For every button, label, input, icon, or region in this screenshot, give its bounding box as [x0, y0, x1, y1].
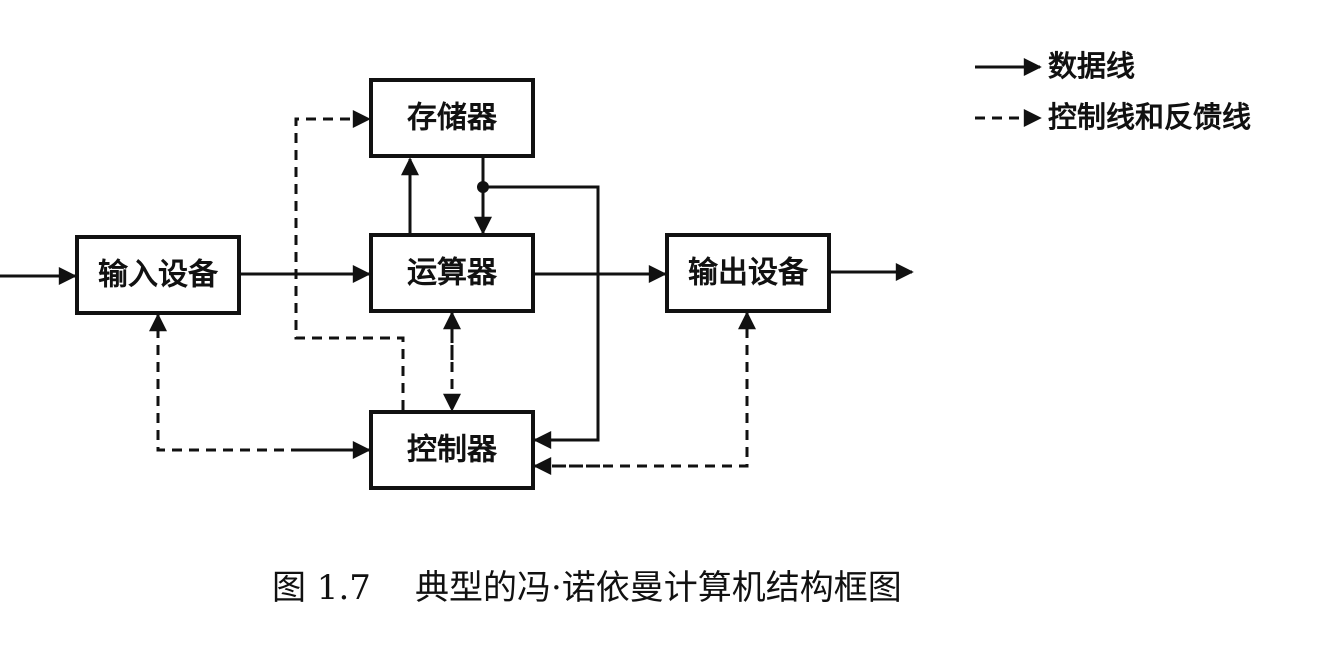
- memory-label: 存储器: [407, 101, 498, 136]
- edge-control-to-input: [149, 313, 369, 452]
- edge-control-to-output: [535, 311, 756, 468]
- control-unit-node: 控制器: [369, 410, 535, 490]
- legend-data-line-label: 数据线: [1048, 49, 1135, 83]
- edge-control-to-memory: [294, 110, 405, 410]
- memory-node: 存储器: [369, 78, 535, 158]
- control-unit-label: 控制器: [407, 433, 498, 468]
- alu-label: 运算器: [407, 256, 498, 291]
- legend: 数据线 控制线和反馈线: [975, 49, 1251, 134]
- legend-control-line-label: 控制线和反馈线: [1048, 100, 1251, 134]
- alu-node: 运算器: [369, 233, 535, 313]
- input-device-label: 输入设备: [98, 258, 219, 293]
- input-device-node: 输入设备: [75, 235, 241, 315]
- edge-memory-to-control: [483, 185, 600, 449]
- caption-number: 图 1.7: [272, 568, 371, 608]
- caption-title: 典型的冯·诺依曼计算机结构框图: [415, 568, 902, 608]
- output-device-label: 输出设备: [688, 256, 809, 291]
- output-device-node: 输出设备: [665, 233, 831, 313]
- figure-caption: 图 1.7 典型的冯·诺依曼计算机结构框图: [272, 568, 902, 608]
